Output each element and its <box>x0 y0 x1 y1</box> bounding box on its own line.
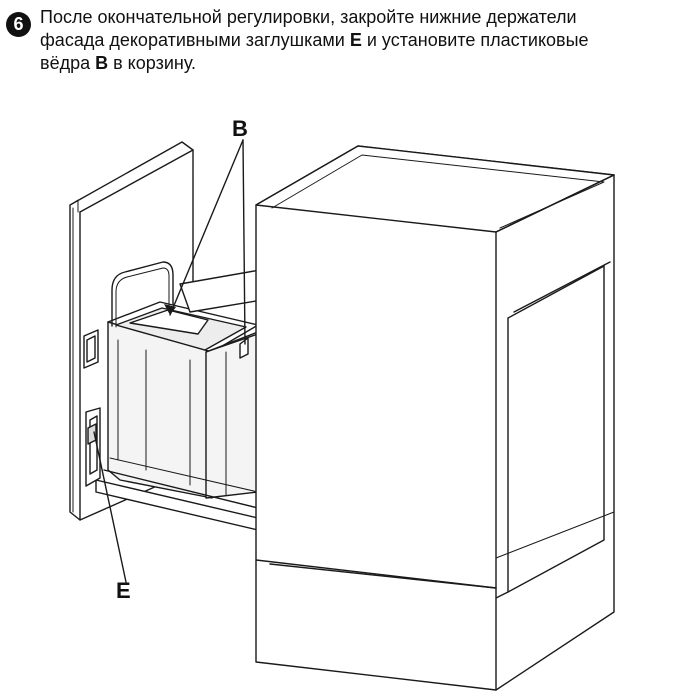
part-label-reference: B <box>95 53 109 73</box>
part-label-reference: E <box>349 30 362 50</box>
instruction-text-segment: в корзину. <box>108 53 197 73</box>
front-fixing-brackets <box>83 329 101 487</box>
instruction-text-segment: и установите пластиковые <box>361 30 589 50</box>
callout-leader-lines <box>93 139 246 583</box>
plastic-bins <box>107 261 263 499</box>
step-number-badge: 6 <box>6 12 31 37</box>
instruction-text-segment: вёдра <box>40 53 96 73</box>
callout-label-b: B <box>232 116 248 141</box>
instruction-step: 6 После окончательной регулировки, закро… <box>6 6 700 94</box>
step-instruction-text: После окончательной регулировки, закройт… <box>40 6 700 75</box>
instruction-text-segment: После окончательной регулировки, закройт… <box>40 7 577 27</box>
instruction-text-segment: фасада декоративными заглушками <box>40 30 350 50</box>
callout-label-e: E <box>116 578 131 603</box>
base-cabinet <box>255 145 615 691</box>
